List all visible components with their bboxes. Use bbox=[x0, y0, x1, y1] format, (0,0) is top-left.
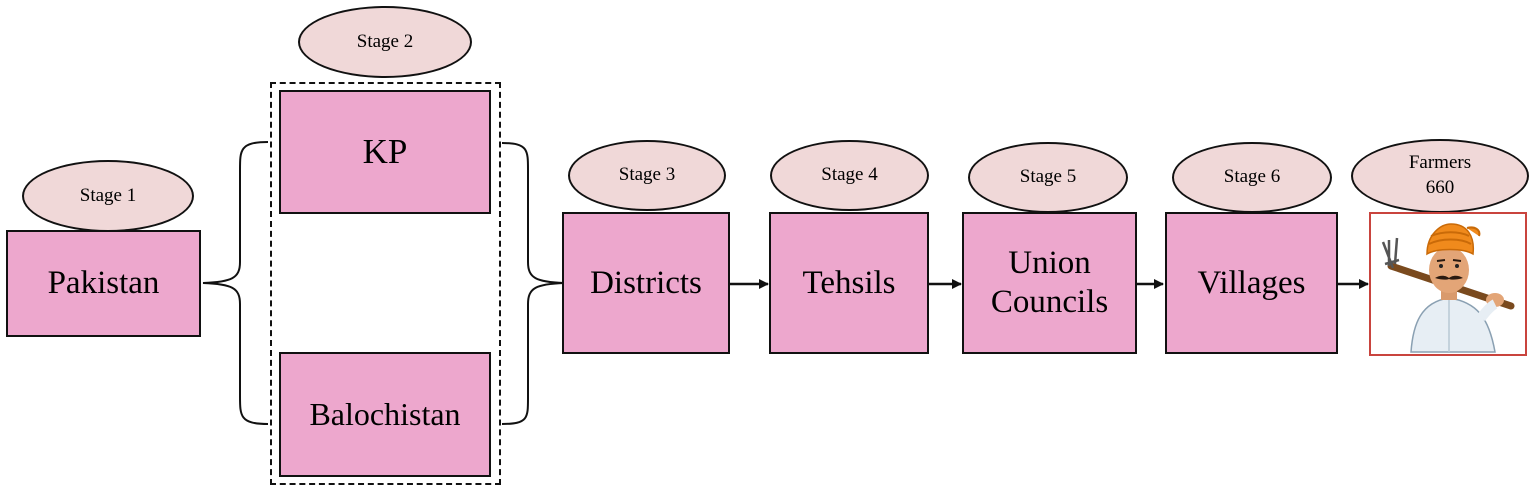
node-balochistan-label: Balochistan bbox=[309, 395, 461, 432]
node-union-line1: Union bbox=[1008, 245, 1091, 282]
node-pakistan: Pakistan bbox=[6, 230, 201, 337]
farmers-text: Farmers bbox=[1408, 152, 1472, 174]
node-kp: KP bbox=[279, 90, 491, 214]
node-villages-label: Villages bbox=[1197, 264, 1306, 301]
node-union-councils: Union Councils bbox=[962, 212, 1137, 354]
farmer-with-pitchfork-icon bbox=[1381, 223, 1515, 353]
farmer-image bbox=[1369, 212, 1527, 356]
left-brace bbox=[202, 141, 269, 425]
stage4-label: Stage 4 bbox=[770, 140, 929, 211]
stage2-label: Stage 2 bbox=[298, 6, 472, 78]
stage6-label: Stage 6 bbox=[1172, 142, 1332, 213]
node-districts-label: Districts bbox=[590, 264, 702, 301]
node-kp-label: KP bbox=[362, 132, 408, 172]
stage6-text: Stage 6 bbox=[1223, 166, 1281, 188]
node-tehsils: Tehsils bbox=[769, 212, 929, 354]
stage2-group bbox=[270, 82, 501, 485]
stage5-label: Stage 5 bbox=[968, 142, 1128, 213]
node-villages: Villages bbox=[1165, 212, 1338, 354]
stage1-text: Stage 1 bbox=[79, 184, 137, 206]
stage5-text: Stage 5 bbox=[1019, 166, 1077, 188]
node-union-line2: Councils bbox=[990, 284, 1109, 320]
node-tehsils-label: Tehsils bbox=[802, 264, 896, 301]
stage2-text: Stage 2 bbox=[356, 30, 414, 52]
stage4-text: Stage 4 bbox=[821, 164, 878, 186]
farmers-count: 660 bbox=[1425, 177, 1455, 198]
node-balochistan: Balochistan bbox=[279, 352, 491, 477]
node-districts: Districts bbox=[562, 212, 730, 354]
node-pakistan-label: Pakistan bbox=[47, 265, 160, 302]
farmers-label: Farmers 660 bbox=[1351, 139, 1529, 213]
right-brace bbox=[501, 142, 565, 425]
stage1-label: Stage 1 bbox=[22, 160, 194, 232]
stage3-text: Stage 3 bbox=[618, 164, 676, 186]
stage3-label: Stage 3 bbox=[568, 140, 726, 211]
